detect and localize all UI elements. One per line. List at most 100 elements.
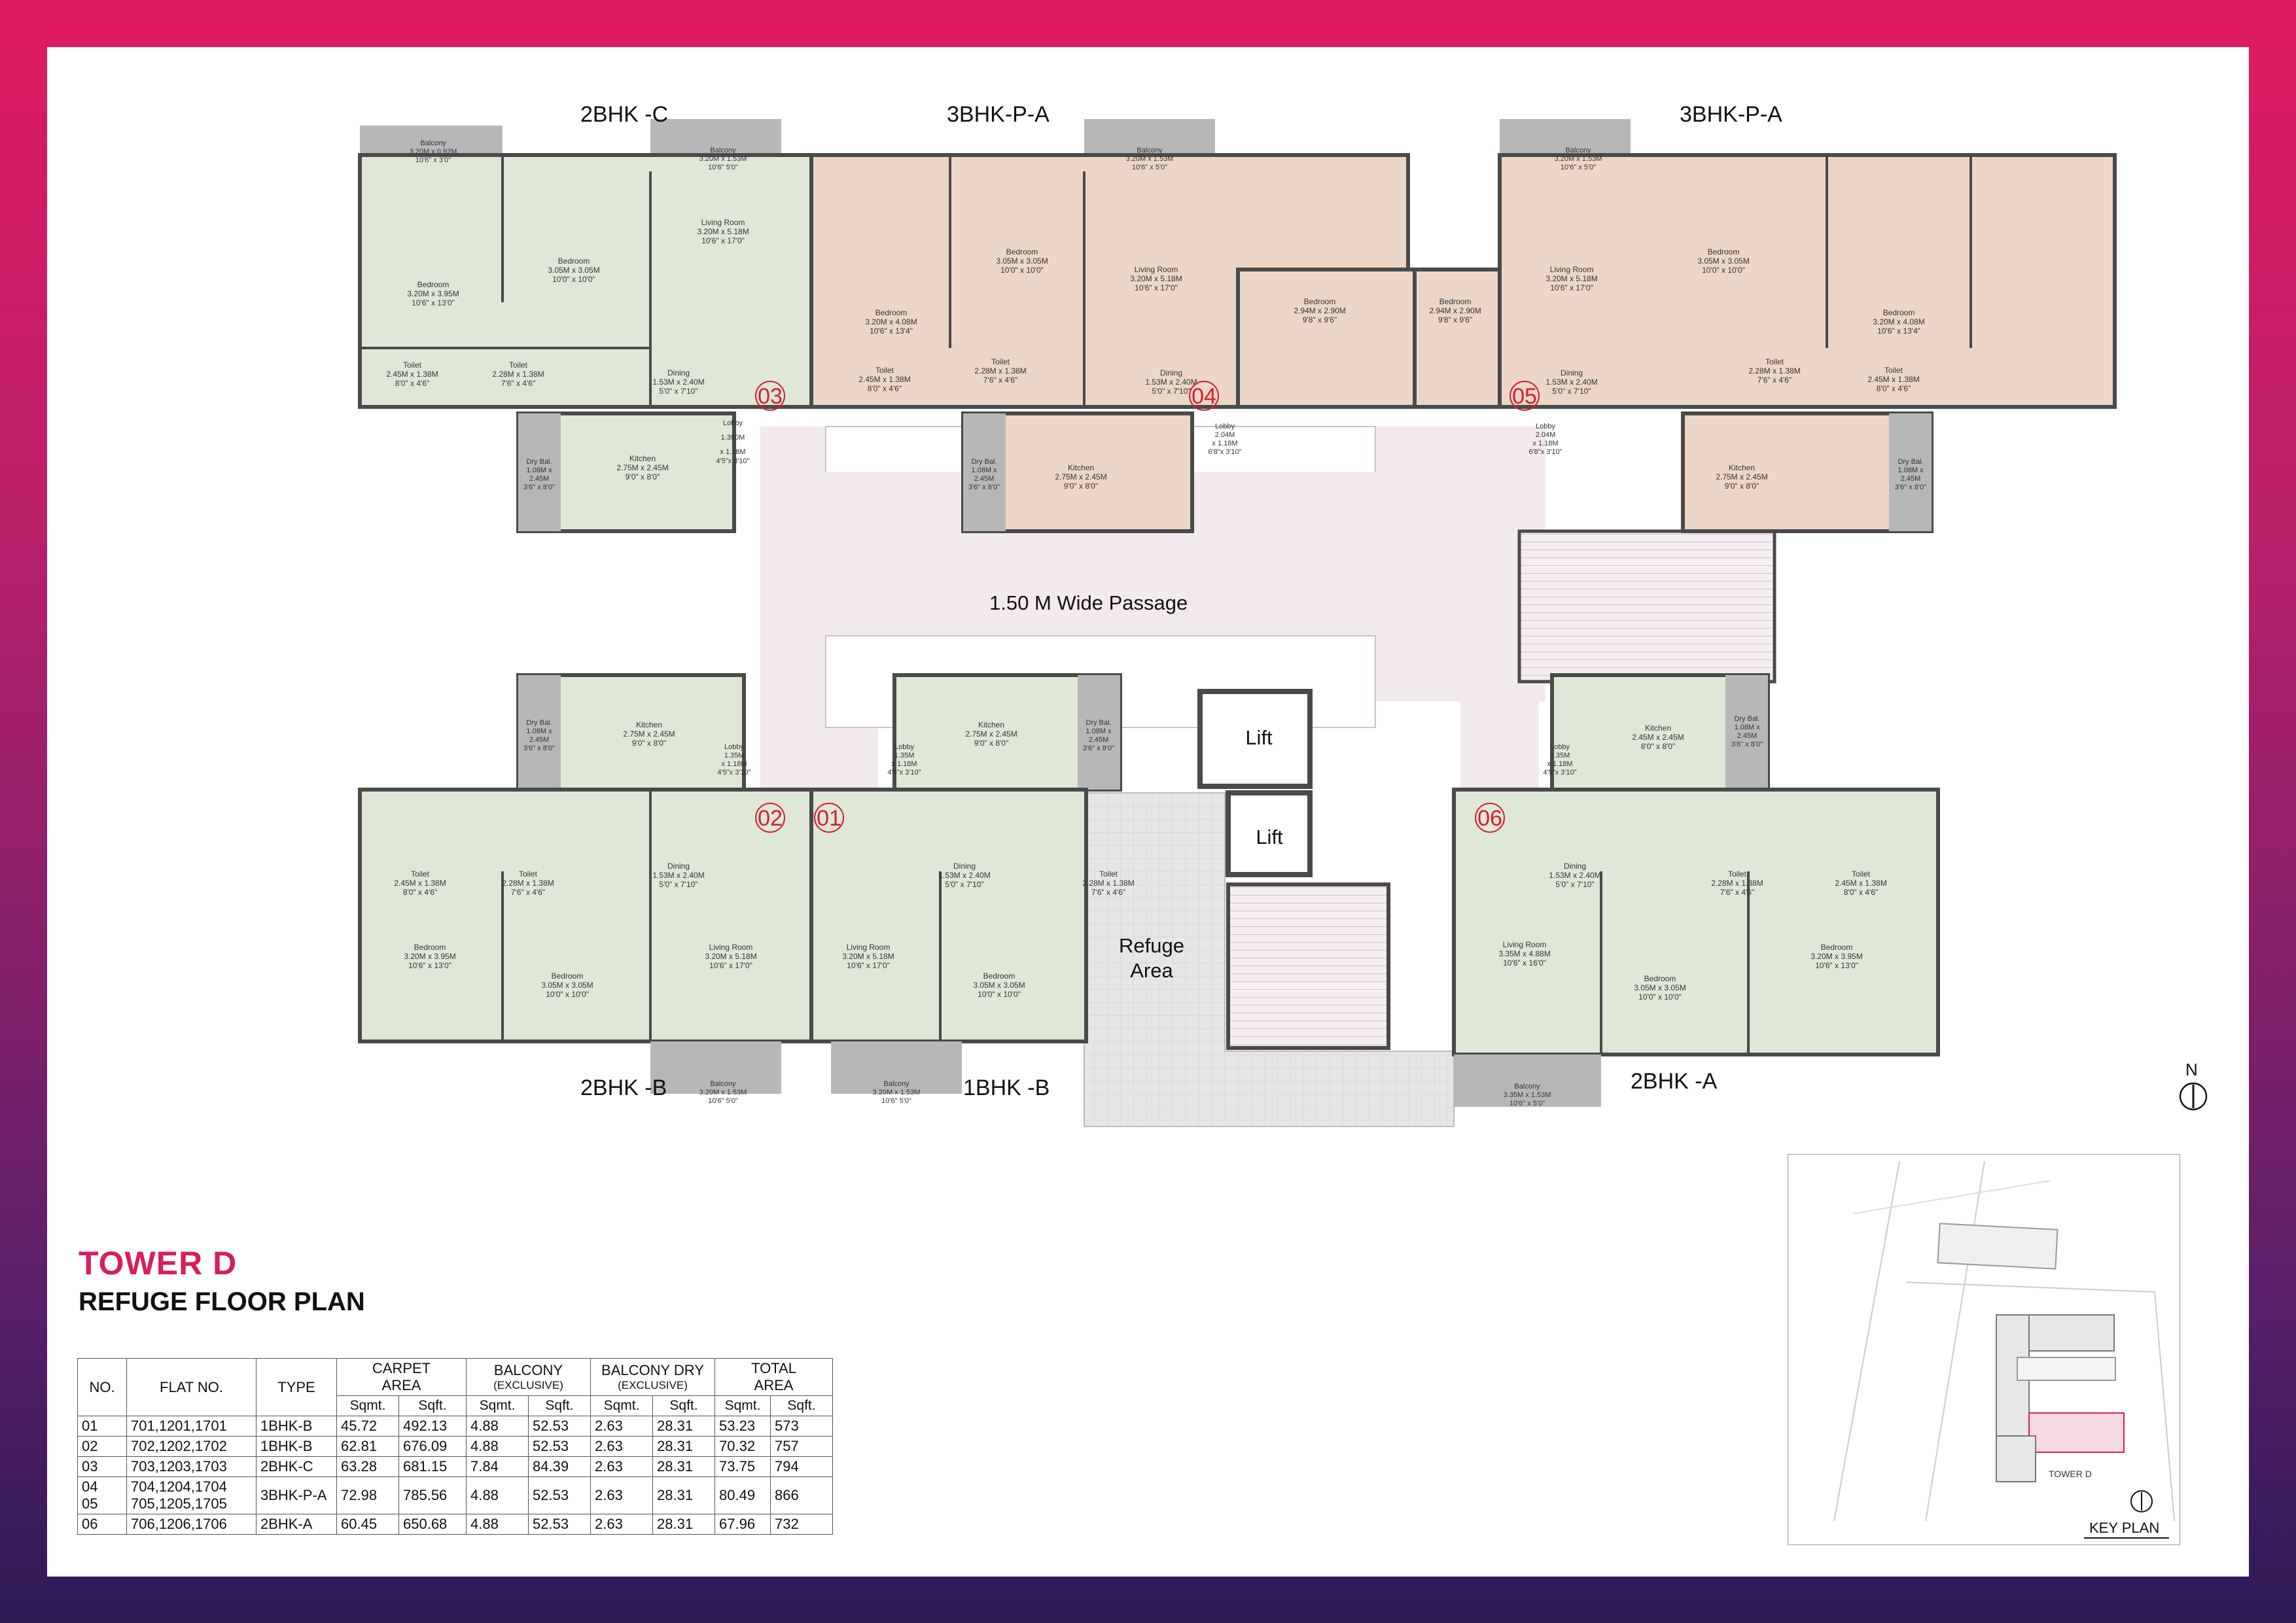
svg-text:3.35M x 4.88M: 3.35M x 4.88M: [1498, 949, 1550, 958]
svg-text:1.53M x 2.40M: 1.53M x 2.40M: [1545, 377, 1597, 387]
svg-text:Dry Bal.: Dry Bal.: [971, 458, 997, 466]
svg-text:3'6" x 8'0": 3'6" x 8'0": [1083, 744, 1114, 752]
svg-text:Toilet: Toilet: [875, 366, 894, 375]
svg-text:2.28M x 1.38M: 2.28M x 1.38M: [492, 370, 544, 379]
svg-text:9'0" x 8'0": 9'0" x 8'0": [1064, 481, 1098, 491]
svg-text:10'6" x 17'0": 10'6" x 17'0": [1550, 283, 1593, 292]
staircase-upper: [1517, 529, 1776, 684]
svg-text:3.05M x 3.05M: 3.05M x 3.05M: [1634, 983, 1686, 992]
svg-text:5'0" x 7'10": 5'0" x 7'10": [1555, 880, 1594, 889]
svg-text:1.53M x 2.40M: 1.53M x 2.40M: [1549, 871, 1600, 880]
svg-text:4'5"x 3'10": 4'5"x 3'10": [887, 769, 921, 777]
svg-text:3'6" x 8'0": 3'6" x 8'0": [968, 483, 1000, 491]
svg-text:Dry Bal.: Dry Bal.: [1734, 715, 1759, 723]
north-letter: N: [2185, 1060, 2198, 1079]
svg-text:Bedroom: Bedroom: [1304, 297, 1336, 306]
svg-text:3.20M x 3.95M: 3.20M x 3.95M: [404, 952, 455, 961]
svg-text:2.28M x 1.38M: 2.28M x 1.38M: [1711, 879, 1763, 888]
svg-text:Bedroom: Bedroom: [414, 943, 446, 952]
svg-text:3.20M x 0.92M: 3.20M x 0.92M: [410, 148, 457, 156]
flat-number-04: 04: [1189, 381, 1219, 411]
svg-text:x 1.18M: x 1.18M: [720, 448, 745, 456]
key-plan-label: KEY PLAN: [2089, 1520, 2160, 1536]
svg-text:10'6" 5'0": 10'6" 5'0": [708, 1097, 738, 1105]
flat-number-02: 02: [755, 803, 785, 833]
svg-text:1.35M: 1.35M: [894, 752, 915, 759]
svg-text:Toilet: Toilet: [1852, 869, 1871, 879]
svg-text:2.28M x 1.38M: 2.28M x 1.38M: [1748, 366, 1800, 375]
key-plan-underline: [2084, 1537, 2169, 1539]
svg-text:9'0" x 8'0": 9'0" x 8'0": [974, 739, 1008, 748]
svg-text:10'0" x 10'0": 10'0" x 10'0": [546, 990, 589, 999]
svg-text:Balcony: Balcony: [710, 147, 736, 154]
svg-text:3.05M x 3.05M: 3.05M x 3.05M: [973, 981, 1025, 990]
svg-text:2.75M x 2.45M: 2.75M x 2.45M: [1716, 472, 1767, 481]
svg-text:5'0" x 7'10": 5'0" x 7'10": [945, 880, 983, 889]
unit-label-3bhk-p-a-right: 3BHK-P-A: [1680, 102, 1782, 127]
flat-04: [809, 119, 1417, 533]
svg-text:10'6" x 17'0": 10'6" x 17'0": [709, 961, 752, 970]
svg-text:7'6" x 4'6": 7'6" x 4'6": [1720, 888, 1754, 897]
svg-text:4'5"x 3'10": 4'5"x 3'10": [1543, 769, 1576, 777]
svg-text:Living Room: Living Room: [1550, 265, 1594, 274]
svg-text:2.94M x 2.90M: 2.94M x 2.90M: [1429, 306, 1481, 315]
svg-text:Bedroom: Bedroom: [875, 308, 908, 317]
svg-text:04: 04: [1192, 384, 1216, 409]
flat-number-03: 03: [755, 381, 785, 411]
svg-text:8'0" x 4'6": 8'0" x 4'6": [868, 384, 902, 393]
svg-text:Dining: Dining: [1564, 862, 1586, 871]
th-sqft: Sqft.: [398, 1395, 467, 1416]
unit-label-2bhk-b: 2BHK -B: [580, 1075, 667, 1100]
flat-number-05: 05: [1510, 381, 1540, 411]
svg-text:2.45M: 2.45M: [529, 736, 550, 744]
svg-text:2.45M: 2.45M: [529, 475, 550, 483]
svg-text:Living Room: Living Room: [709, 943, 753, 952]
svg-text:Balcony: Balcony: [1514, 1083, 1540, 1091]
key-plan-drawing: [1833, 1161, 2175, 1522]
flat-02-room-labels: Dry Bal. 1.08M x 2.45M 3'6" x 8'0" Kitch…: [394, 719, 756, 1105]
svg-text:2.75M x 2.45M: 2.75M x 2.45M: [623, 729, 675, 739]
north-arrow: N: [2179, 1060, 2218, 1119]
svg-text:8'0" x 4'6": 8'0" x 4'6": [1877, 384, 1911, 393]
svg-text:10'0" x 10'0": 10'0" x 10'0": [1638, 992, 1682, 1002]
svg-text:Living Room: Living Room: [1135, 265, 1178, 274]
svg-text:1.08M x: 1.08M x: [526, 466, 552, 474]
svg-text:10'6" x 17'0": 10'6" x 17'0": [847, 961, 890, 970]
svg-text:Toilet: Toilet: [509, 360, 528, 370]
svg-text:Bedroom: Bedroom: [983, 971, 1016, 981]
svg-text:1.53M x 2.40M: 1.53M x 2.40M: [938, 871, 990, 880]
th-no: NO.: [77, 1358, 127, 1416]
svg-text:4'5"x 3'10": 4'5"x 3'10": [716, 457, 749, 465]
svg-text:10'6" x 17'0": 10'6" x 17'0": [1135, 283, 1178, 292]
svg-text:10'6" x 5'0": 10'6" x 5'0": [1132, 164, 1167, 171]
svg-text:10'6" x 16'0": 10'6" x 16'0": [1503, 958, 1546, 968]
svg-text:1.08M x: 1.08M x: [971, 466, 997, 474]
svg-text:Dining: Dining: [667, 368, 690, 377]
svg-text:10'6" 5'0": 10'6" 5'0": [881, 1097, 911, 1105]
tower-title: TOWER D: [79, 1245, 238, 1282]
svg-text:Balcony: Balcony: [883, 1080, 910, 1088]
th-sqmt: Sqmt.: [336, 1395, 399, 1416]
th-sqmt: Sqmt.: [466, 1395, 529, 1416]
svg-text:10'6" x 3'0": 10'6" x 3'0": [415, 156, 451, 164]
svg-text:1.08M x: 1.08M x: [1086, 727, 1112, 735]
svg-text:10'0" x 10'0": 10'0" x 10'0": [1702, 266, 1745, 275]
svg-text:Dry Bal.: Dry Bal.: [526, 719, 552, 727]
svg-text:Lobby: Lobby: [1215, 423, 1235, 430]
svg-text:7'6" x 4'6": 7'6" x 4'6": [1091, 888, 1125, 897]
svg-text:10'0" x 10'0": 10'0" x 10'0": [552, 275, 595, 284]
svg-text:Dry Bal.: Dry Bal.: [1086, 719, 1111, 727]
svg-text:Kitchen: Kitchen: [1729, 463, 1755, 472]
svg-text:10'6" x 13'4": 10'6" x 13'4": [1877, 326, 1920, 336]
title-block: TOWER D REFUGE FLOOR PLAN: [79, 1244, 365, 1317]
svg-text:2.45M x 1.38M: 2.45M x 1.38M: [1867, 375, 1919, 384]
svg-text:02: 02: [758, 806, 783, 831]
svg-text:10'6" x 13'4": 10'6" x 13'4": [870, 326, 913, 336]
th-sqft: Sqft.: [652, 1395, 715, 1416]
svg-text:Toilet: Toilet: [519, 869, 538, 879]
svg-text:2.45M: 2.45M: [1901, 475, 1921, 483]
svg-text:3.05M x 3.05M: 3.05M x 3.05M: [541, 981, 593, 990]
